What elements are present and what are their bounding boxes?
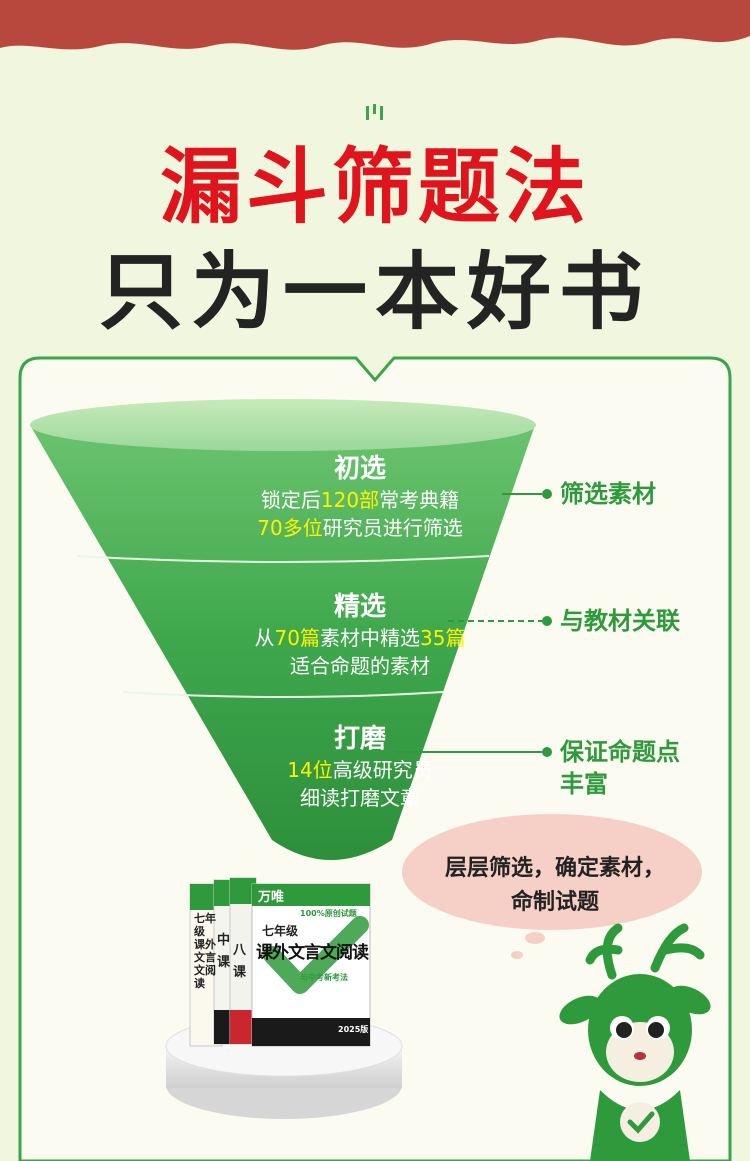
desc-text: 从	[254, 626, 275, 650]
book-title: 课外文言文阅读	[256, 943, 369, 963]
book-spine-text: 七年级 课外文言文阅读	[194, 912, 216, 990]
side-label-guarantee: 保证命题点	[560, 738, 680, 766]
side-label-textbook: 与教材关联	[560, 607, 680, 635]
book-brand: 万唯	[258, 890, 285, 905]
stage-divider	[122, 691, 444, 698]
desc-highlight: 120部	[320, 488, 380, 512]
desc-text: 素材中精选	[320, 626, 420, 650]
thought-bubble	[402, 814, 702, 959]
desc-highlight: 14位	[287, 758, 333, 782]
connector-dot	[542, 747, 552, 757]
page-title: 漏斗筛题法	[159, 140, 590, 235]
stage-desc-line: 锁定后120部常考典籍	[160, 486, 560, 514]
funnel-rim	[30, 399, 536, 451]
funnel-stage-initial: 初选 锁定后120部常考典籍 70多位研究员进行筛选	[160, 452, 560, 542]
desc-text: 常考典籍	[379, 488, 460, 512]
desc-text: 研究员进行筛选	[322, 516, 463, 540]
book-spine-text: 八 课	[233, 943, 247, 980]
funnel-stage-polish: 打磨 14位高级研究员 细读打磨文章	[160, 722, 560, 812]
stage-title: 打磨	[333, 724, 386, 754]
bubble-line: 命制试题	[510, 890, 599, 915]
desc-highlight: 35篇	[420, 626, 466, 650]
connector-dot	[542, 616, 552, 626]
desc-text: 锁定后	[260, 488, 321, 512]
book-subtitle: 与中考新考法	[300, 973, 348, 982]
brand-mark-icon	[366, 104, 383, 120]
stage-desc-line: 适合命题的素材	[290, 654, 430, 678]
thought-bubble-text: 层层筛选，确定素材， 命制试题	[410, 852, 700, 920]
stage-desc-line: 细读打磨文章	[300, 786, 420, 810]
deer-mascot	[559, 923, 711, 1161]
desc-highlight: 70多位	[257, 516, 323, 540]
desc-text: 高级研究员	[332, 758, 433, 782]
stage-desc-line: 70多位研究员进行筛选	[160, 514, 560, 542]
top-wave-band	[0, 0, 750, 50]
stage-desc-line: 从70篇素材中精选35篇	[160, 624, 560, 652]
desc-highlight: 70篇	[274, 626, 320, 650]
connector-dot	[542, 489, 552, 499]
page-subtitle: 只为一本好书	[98, 243, 651, 341]
book-year: 2025版	[338, 1025, 369, 1034]
bubble-line: 层层筛选，确定素材，	[444, 856, 665, 881]
stage-title: 精选	[333, 592, 386, 622]
stage-desc-line: 14位高级研究员	[160, 756, 560, 784]
side-label-filter: 筛选素材	[560, 480, 656, 508]
funnel-stage-refined: 精选 从70篇素材中精选35篇 适合命题的素材	[160, 590, 560, 680]
stage-title: 初选	[333, 454, 386, 484]
book-tag: 100%原创试题	[300, 909, 357, 918]
funnel-body	[30, 405, 535, 860]
book-stack	[189, 877, 371, 1047]
side-label-rich: 丰富	[560, 770, 608, 798]
book-grade: 七年级	[262, 924, 299, 938]
stage-divider	[76, 555, 490, 563]
book-spine-text: 中 课	[217, 933, 231, 970]
